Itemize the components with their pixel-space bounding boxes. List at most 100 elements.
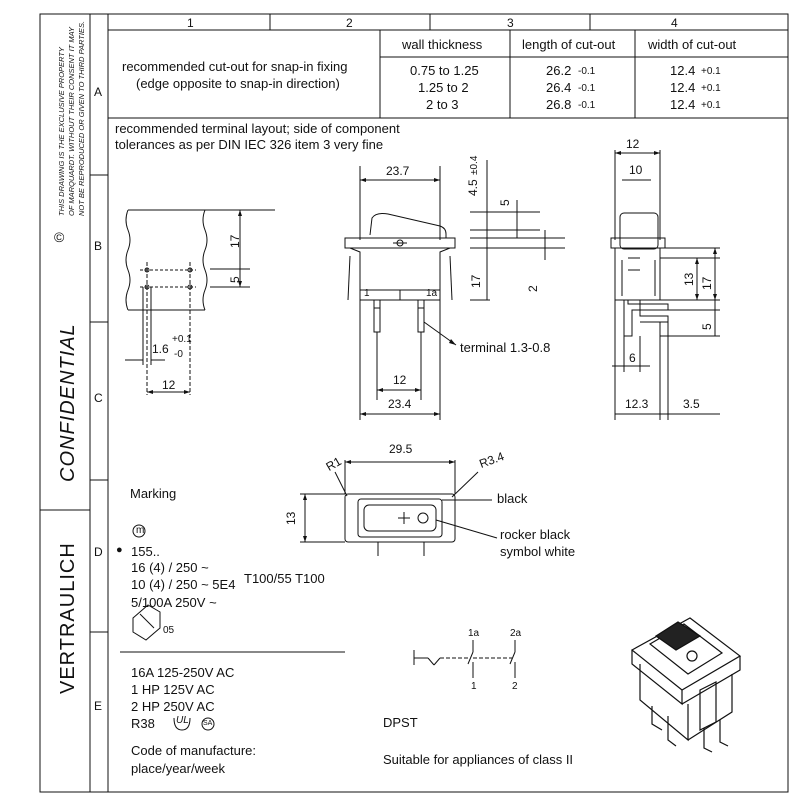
cutout-description-1: recommended cut-out for snap-in fixing (122, 59, 348, 74)
confidential-label: CONFIDENTIAL (57, 323, 79, 482)
header-length-of-cutout: length of cut-out (522, 37, 616, 52)
column-label-4: 4 (671, 16, 678, 30)
marking-line-5: 5/100A 250V ~ (131, 595, 217, 610)
width-tol-row-3: +0.1 (701, 100, 721, 111)
wall-thickness-row-3: 2 to 3 (426, 97, 459, 112)
property-notice-line-2: OF MARQUARDT. WITHOUT THEIR CONSENT IT M… (67, 26, 76, 216)
schematic-type: DPST (383, 715, 418, 730)
side-dim-17: 17 (700, 276, 714, 290)
code-of-manufacture-2: place/year/week (131, 761, 225, 776)
wall-thickness-row-2: 1.25 to 2 (418, 80, 469, 95)
dimension-arrowheads (147, 151, 717, 542)
row-label-e: E (94, 699, 103, 713)
terminal-layout-note-1: recommended terminal layout; side of com… (115, 121, 400, 136)
column-label-3: 3 (507, 16, 514, 30)
terminal-dim-5: 5 (228, 276, 242, 283)
row-label-c: C (94, 391, 103, 405)
column-label-2: 2 (346, 16, 353, 30)
cutout-description-2: (edge opposite to snap-in direction) (136, 76, 340, 91)
rating-line-2: 1 HP 125V AC (131, 682, 215, 697)
side-dim-5: 5 (700, 323, 714, 330)
ul-mark: UL (176, 715, 189, 726)
front-dim-4-5: 4.5 (466, 179, 480, 196)
marking-line-t: T100/55 T100 (244, 571, 325, 586)
property-notice-line-3: NOT BE REPRODUCED OR GIVEN TO THIRD PART… (77, 20, 86, 216)
side-dim-3-5: 3.5 (683, 397, 700, 411)
marking-bullet: ● (116, 544, 123, 556)
vertraulich-label: VERTRAULICH (57, 542, 79, 694)
marking-line-16: 16 (4) / 250 ~ (131, 560, 209, 575)
length-row-2: 26.4 (546, 80, 572, 95)
terminal-dim-hole-tol-minus: -0 (174, 349, 183, 360)
wall-thickness-row-1: 0.75 to 1.25 (410, 63, 479, 78)
top-dim-29-5: 29.5 (389, 442, 413, 456)
top-label-black: black (497, 491, 528, 506)
front-dim-5: 5 (498, 199, 512, 206)
marking-line-155: 155.. (131, 544, 160, 559)
schematic-label-1a: 1a (468, 628, 480, 639)
copyright-symbol: © (54, 229, 65, 245)
column-label-1: 1 (187, 16, 194, 30)
length-tol-row-2: -0.1 (578, 83, 596, 94)
marking-enec-number: 05 (163, 625, 175, 636)
marking-m-symbol: m (136, 525, 145, 536)
header-wall-thickness: wall thickness (402, 37, 483, 52)
front-dim-23-4: 23.4 (388, 397, 412, 411)
width-row-1: 12.4 (670, 63, 696, 78)
side-dim-12: 12 (626, 137, 640, 151)
switch-3d-illustration (630, 617, 742, 753)
sa-mark: SA (203, 720, 213, 727)
code-of-manufacture-1: Code of manufacture: (131, 743, 257, 758)
top-label-rocker: rocker black (500, 527, 571, 542)
length-tol-row-1: -0.1 (578, 66, 596, 77)
rating-line-1: 16A 125-250V AC (131, 665, 235, 680)
rating-line-3: 2 HP 250V AC (131, 699, 215, 714)
width-row-2: 12.4 (670, 80, 696, 95)
side-dim-6: 6 (629, 351, 636, 365)
row-label-a: A (94, 85, 103, 99)
marking-symbols (132, 524, 215, 731)
width-tol-row-1: +0.1 (701, 66, 721, 77)
front-view (344, 160, 565, 420)
header-width-of-cutout: width of cut-out (648, 37, 737, 52)
width-row-3: 12.4 (670, 97, 696, 112)
schematic-label-1: 1 (471, 681, 477, 692)
length-row-3: 26.8 (546, 97, 572, 112)
terminal-dim-hole: 1.6 (152, 342, 169, 356)
side-dim-10: 10 (629, 163, 643, 177)
front-terminal-note: terminal 1.3-0.8 (460, 340, 551, 355)
length-tol-row-3: -0.1 (578, 100, 596, 111)
row-label-d: D (94, 545, 103, 559)
side-dim-12-3: 12.3 (625, 397, 649, 411)
schematic-dpst (413, 640, 516, 678)
length-row-1: 26.2 (546, 63, 572, 78)
front-terminal-1: 1 (364, 288, 370, 299)
terminal-dim-12: 12 (162, 378, 176, 392)
side-dim-13: 13 (682, 272, 696, 286)
side-view (610, 150, 720, 420)
terminal-dim-hole-tol-plus: +0.1 (172, 334, 192, 345)
front-dim-23-7: 23.7 (386, 164, 410, 178)
schematic-label-2: 2 (512, 681, 518, 692)
rating-line-4: R38 (131, 716, 155, 731)
terminal-dim-17: 17 (228, 234, 242, 248)
front-dim-17: 17 (469, 274, 483, 288)
front-dim-2: 2 (526, 285, 540, 292)
marking-title: Marking (130, 486, 177, 501)
width-tol-row-2: +0.1 (701, 83, 721, 94)
schematic-label-2a: 2a (510, 628, 522, 639)
marking-line-10: 10 (4) / 250 ~ 5E4 (131, 577, 236, 592)
outer-frame (39, 13, 789, 793)
front-terminal-1a: 1a (426, 288, 438, 299)
terminal-layout-note-2: tolerances as per DIN IEC 326 item 3 ver… (115, 137, 384, 152)
top-label-symbol: symbol white (500, 544, 576, 559)
row-label-b: B (94, 239, 103, 253)
property-notice-line-1: THIS DRAWING IS THE EXCLUSIVE PROPERTY (57, 47, 66, 216)
top-dim-13: 13 (284, 511, 298, 525)
top-view (300, 460, 498, 556)
front-dim-4-5-tol: ±0.4 (469, 155, 480, 175)
suitability-note: Suitable for appliances of class II (383, 752, 574, 767)
front-dim-12: 12 (393, 373, 407, 387)
